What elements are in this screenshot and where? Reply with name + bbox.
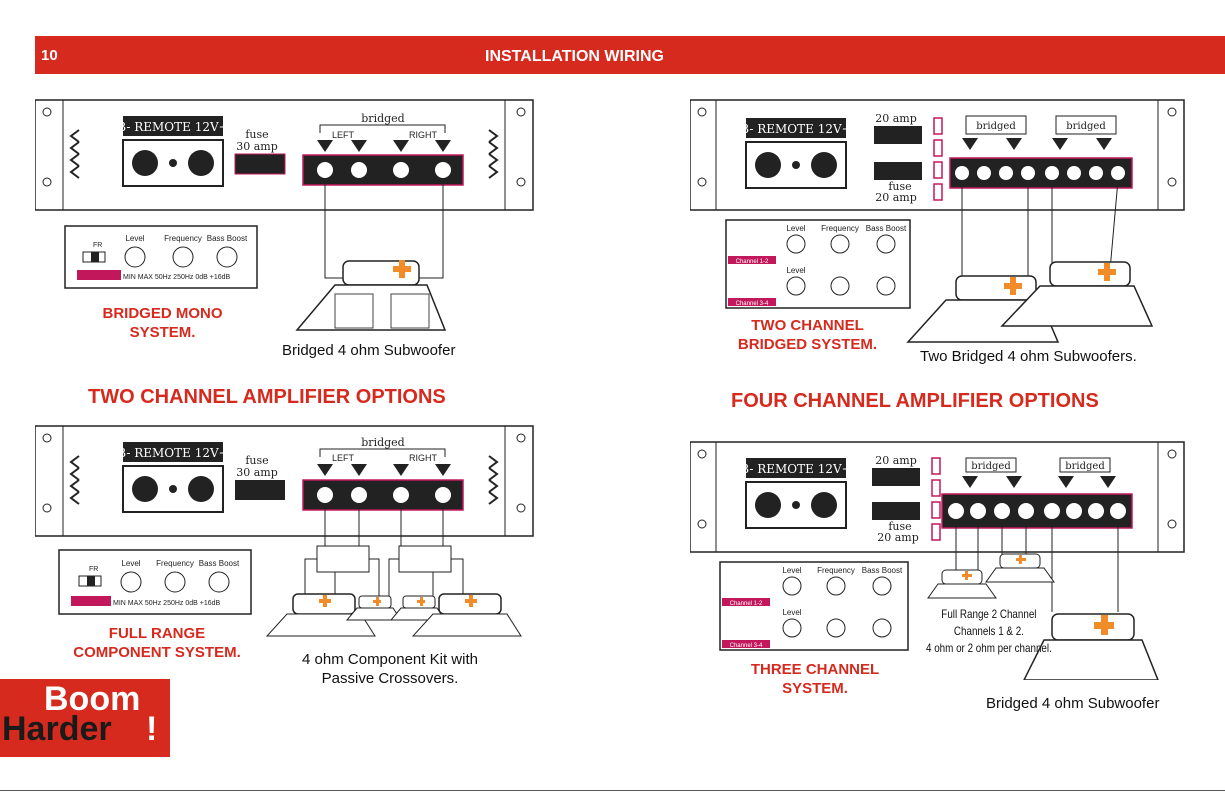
logo-harder-text: Harder: [2, 710, 112, 748]
svg-text:30 amp: 30 amp: [236, 140, 278, 153]
svg-text:Bass Boost: Bass Boost: [207, 234, 248, 243]
page-header: 10 INSTALLATION WIRING: [35, 36, 1225, 74]
svg-text:RIGHT: RIGHT: [409, 453, 438, 463]
svg-text:bridged: bridged: [1065, 461, 1105, 472]
boom-harder-logo: Boom Harder !: [0, 679, 170, 757]
svg-text:Level: Level: [786, 224, 805, 233]
svg-text:Level: Level: [125, 234, 144, 243]
svg-text:MIN MAX 50Hz 250Hz 0dB +: MIN MAX 50Hz 250Hz 0dB +16dB: [123, 274, 231, 281]
two-channel-bridged-label: TWO CHANNEL BRIDGED SYSTEM.: [737, 317, 878, 353]
svg-text:Bass Boost: Bass Boost: [199, 559, 240, 568]
diagram-three-channel: B- REMOTE 12V+ 20 amp fuse 20 amp bridge…: [689, 440, 1190, 720]
three-channel-label: THREE CHANNEL SYSTEM.: [750, 661, 880, 697]
amp-panel-2ch-component: B- REMOTE 12V+ fuse 30 amp bridged LEFT …: [34, 425, 534, 637]
bridged-mono-label: BRIDGED MONO SYSTEM.: [102, 305, 223, 341]
svg-text:Frequency: Frequency: [821, 224, 859, 233]
section-title-four-channel: FOUR CHANNEL AMPLIFIER OPTIONS: [731, 390, 1099, 412]
svg-text:30 amp: 30 amp: [236, 466, 278, 479]
three-channel-note: Full Range 2 Channel Channels 1 & 2. 4 o…: [926, 607, 1052, 655]
svg-text:Level: Level: [121, 559, 140, 568]
two-channel-bridged-caption: Two Bridged 4 ohm Subwoofers.: [920, 348, 1137, 365]
svg-text:20 amp: 20 amp: [875, 191, 917, 204]
svg-text:Channel 3-4: Channel 3-4: [736, 301, 769, 307]
svg-text:Level: Level: [782, 608, 801, 617]
svg-text:20 amp: 20 amp: [877, 531, 919, 544]
svg-text:fuse: fuse: [888, 520, 911, 533]
svg-text:Frequency: Frequency: [156, 559, 194, 568]
svg-text:Channel 1-2: Channel 1-2: [730, 601, 763, 607]
svg-text:FR: FR: [89, 566, 98, 573]
full-range-caption: 4 ohm Component Kit with Passive Crossov…: [302, 651, 478, 687]
svg-text:fuse: fuse: [888, 180, 911, 193]
three-channel-caption: Bridged 4 ohm Subwoofer: [986, 695, 1160, 712]
svg-text:20 amp: 20 amp: [875, 454, 917, 467]
amp-panel-2ch: B- REMOTE 12V+ fuse 30 amp bridged LEFT …: [34, 99, 534, 331]
logo-boom-text: Boom: [44, 680, 141, 718]
svg-text:Frequency: Frequency: [817, 566, 855, 575]
svg-text:LEFT: LEFT: [332, 130, 355, 140]
svg-text:B- REMOTE 12V+: B- REMOTE 12V+: [117, 446, 228, 460]
svg-text:bridged: bridged: [361, 436, 404, 449]
svg-text:B- REMOTE 12V+: B- REMOTE 12V+: [740, 462, 851, 476]
amp-panel-4ch: B- REMOTE 12V+ 20 amp fuse 20 amp bridge…: [689, 99, 1185, 343]
svg-text:bridged: bridged: [361, 112, 404, 125]
section-title-two-channel: TWO CHANNEL AMPLIFIER OPTIONS: [88, 386, 446, 408]
diagram-bridged-mono: B- REMOTE 12V+ fuse 30 amp bridged LEFT …: [34, 98, 535, 368]
amp-panel-4ch-three: B- REMOTE 12V+ 20 amp fuse 20 amp bridge…: [689, 441, 1185, 681]
svg-text:Channel 1-2: Channel 1-2: [736, 259, 769, 265]
svg-text:RIGHT: RIGHT: [409, 130, 438, 140]
diagram-two-channel-bridged: B- REMOTE 12V+ 20 amp fuse 20 amp bridge…: [689, 98, 1190, 373]
svg-text:20 amp: 20 amp: [875, 112, 917, 125]
logo-bang-text: !: [146, 710, 158, 748]
full-range-label: FULL RANGE COMPONENT SYSTEM.: [73, 625, 241, 661]
svg-text:FR: FR: [93, 242, 102, 249]
svg-text:Level: Level: [786, 266, 805, 275]
svg-text:Bass Boost: Bass Boost: [862, 566, 903, 575]
page-title: INSTALLATION WIRING: [485, 48, 664, 65]
svg-text:fuse: fuse: [245, 454, 268, 467]
page-number: 10: [41, 47, 58, 64]
svg-text:bridged: bridged: [971, 461, 1011, 472]
svg-text:Frequency: Frequency: [164, 234, 202, 243]
svg-text:Bass Boost: Bass Boost: [866, 224, 907, 233]
diagram-full-range: B- REMOTE 12V+ fuse 30 amp bridged LEFT …: [34, 424, 535, 689]
page-bottom-rule: [0, 790, 1225, 791]
svg-text:Level: Level: [782, 566, 801, 575]
svg-text:B- REMOTE 12V+: B- REMOTE 12V+: [740, 122, 851, 136]
remote-label: B- REMOTE 12V+: [117, 120, 228, 134]
bridged-mono-caption: Bridged 4 ohm Subwoofer: [282, 342, 456, 359]
svg-text:fuse: fuse: [245, 128, 268, 141]
svg-text:bridged: bridged: [976, 121, 1016, 132]
svg-text:bridged: bridged: [1066, 121, 1106, 132]
svg-text:LEFT: LEFT: [332, 453, 355, 463]
svg-text:Channel 3-4: Channel 3-4: [730, 643, 763, 649]
svg-text:MIN MAX 50Hz 250Hz 0dB +: MIN MAX 50Hz 250Hz 0dB +16dB: [113, 600, 221, 607]
